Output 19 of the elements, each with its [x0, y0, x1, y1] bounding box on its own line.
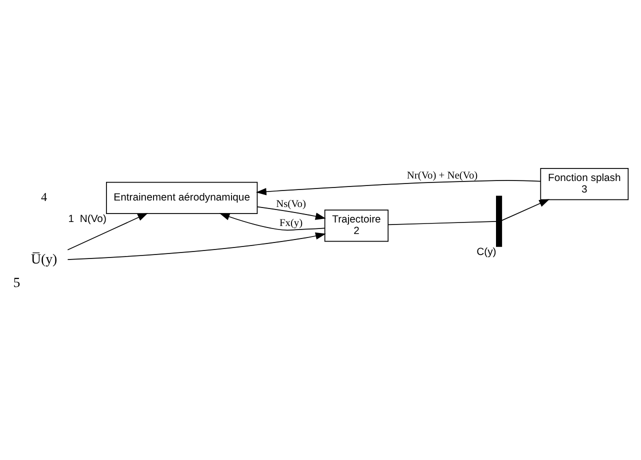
arrow [67, 232, 326, 260]
node-box: Fonction splash 3 [540, 168, 629, 200]
node-text: U̅(y) [30, 252, 58, 267]
arrow [256, 180, 541, 196]
node-label: 1 N(Vo) [68, 214, 106, 225]
arrow [67, 213, 148, 250]
arrow [219, 213, 326, 231]
connector [388, 220, 497, 226]
arrow [501, 199, 550, 221]
node-box: Trajectoire 2 [324, 210, 389, 242]
node-bar [496, 196, 502, 247]
edge-label: Fx(y) [279, 218, 303, 230]
label: 4 [41, 190, 48, 204]
node-box: Entrainement aérodynamique [106, 182, 258, 214]
node-label: 5 [13, 275, 20, 290]
edge-label: Nr(Vo) + Ne(Vo) [406, 170, 478, 182]
arrow [256, 206, 326, 220]
edge-label: Ns(Vo) [276, 199, 306, 210]
node-label: C(y) [476, 246, 496, 258]
